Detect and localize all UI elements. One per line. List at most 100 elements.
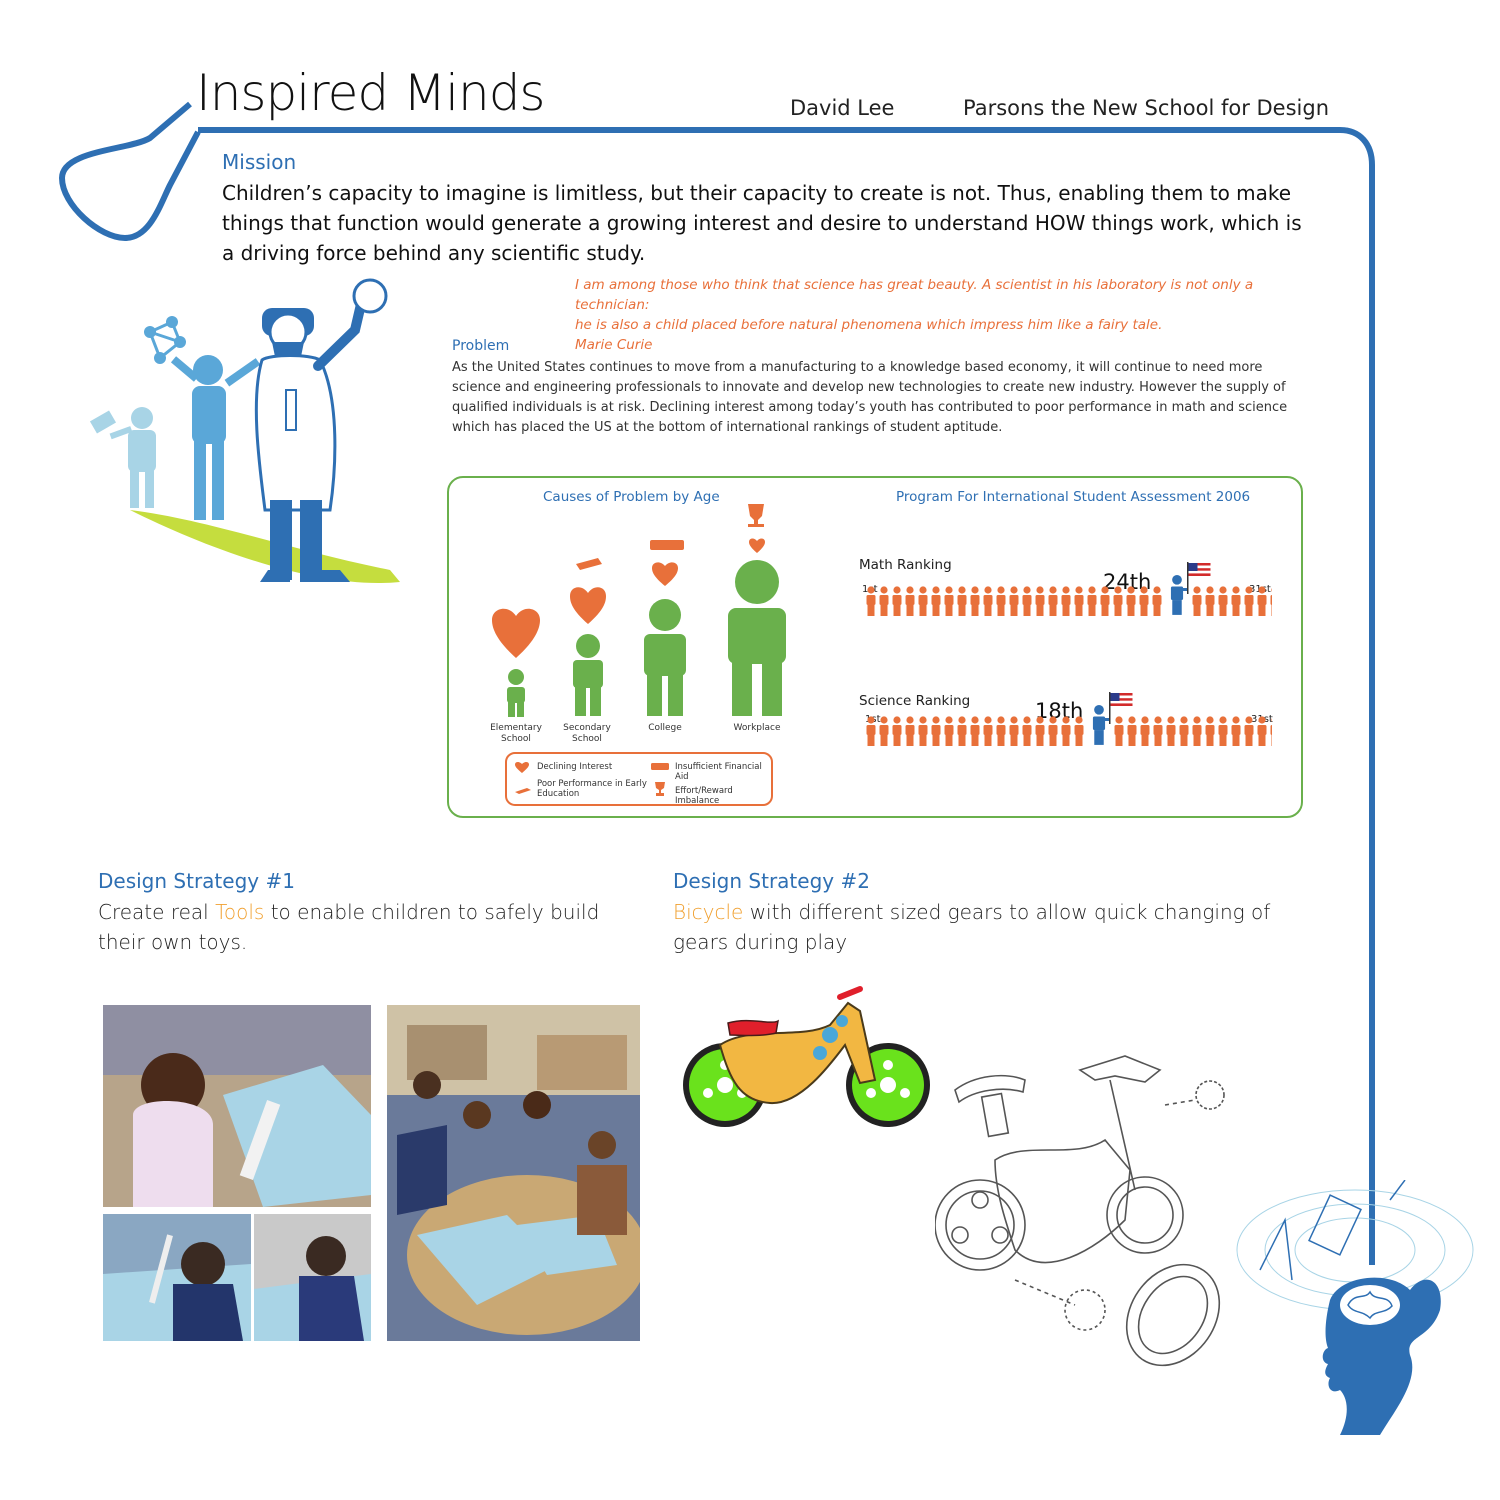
country-figure — [1074, 586, 1084, 616]
strategy-1-heading: Design Strategy #1 — [98, 869, 295, 893]
causes-legend: Declining Interest Poor Performance in E… — [505, 752, 773, 806]
country-figure — [1166, 716, 1176, 746]
country-figure — [1218, 716, 1228, 746]
country-figure — [1270, 588, 1272, 616]
age-label-college: College — [648, 723, 682, 733]
country-figure — [1139, 586, 1149, 616]
causes-chart-title: Causes of Problem by Age — [543, 489, 720, 505]
country-figure — [1100, 586, 1110, 616]
country-figure — [892, 586, 902, 616]
science-ranking-label: Science Ranking — [859, 693, 971, 709]
book-icon — [515, 788, 531, 794]
photo-child-sawing-2 — [254, 1214, 371, 1341]
science-ranking-row — [866, 692, 1272, 746]
country-figure — [892, 716, 902, 746]
country-figure — [1257, 716, 1267, 746]
country-figure — [1074, 716, 1084, 746]
quote-line-1: I am among those who think that science … — [575, 277, 1254, 313]
heart-icon — [652, 562, 678, 586]
author-name: David Lee — [790, 96, 895, 120]
country-figure — [983, 586, 993, 616]
country-figure — [905, 716, 915, 746]
trophy-icon — [655, 782, 665, 796]
country-figure — [1218, 586, 1228, 616]
country-figure — [1152, 586, 1162, 616]
country-figure — [1022, 716, 1032, 746]
heart-icon — [515, 761, 529, 773]
photo-children-group-building — [387, 1005, 640, 1341]
country-figure — [1009, 716, 1019, 746]
country-figure — [1113, 586, 1123, 616]
country-figure — [879, 586, 889, 616]
country-figure — [1009, 586, 1019, 616]
scientist-children-illustration — [90, 278, 400, 584]
college-figure — [644, 599, 686, 716]
school-name: Parsons the New School for Design — [963, 96, 1330, 120]
country-figure — [879, 716, 889, 746]
country-figure — [1022, 586, 1032, 616]
country-figure — [996, 716, 1006, 746]
country-figure — [1035, 716, 1045, 746]
heart-icon — [749, 538, 765, 553]
country-figure — [996, 586, 1006, 616]
heart-icon — [492, 608, 540, 658]
country-figure — [1087, 586, 1097, 616]
legend-effort-reward: Effort/Reward Imbalance — [675, 786, 733, 806]
causes-figures — [492, 504, 786, 717]
country-figure — [1061, 716, 1071, 746]
problem-heading: Problem — [452, 338, 510, 354]
country-figure — [931, 716, 941, 746]
money-icon — [651, 763, 669, 770]
country-figure — [1114, 716, 1124, 746]
country-figure — [970, 586, 980, 616]
frame-line — [198, 127, 1375, 1265]
country-figure — [1153, 716, 1163, 746]
math-ranking-label: Math Ranking — [859, 557, 952, 573]
country-figure — [1257, 586, 1267, 616]
country-figure — [918, 586, 928, 616]
country-figure — [1231, 586, 1241, 616]
legend-declining-interest: Declining Interest — [537, 762, 613, 772]
us-student-figure — [1092, 692, 1133, 745]
money-icon — [650, 540, 684, 550]
flask-outline — [59, 101, 201, 241]
country-figure — [1244, 586, 1254, 616]
math-ranking-row — [866, 562, 1272, 616]
heart-icon — [570, 587, 606, 624]
mission-text: Children’s capacity to imagine is limitl… — [222, 181, 1302, 265]
strategy-2-highlight: Bicycle — [673, 900, 744, 924]
age-label-workplace: Workplace — [733, 723, 781, 733]
country-figure — [957, 716, 967, 746]
page-title: Inspired Minds — [196, 64, 545, 122]
strategy-2-heading: Design Strategy #2 — [673, 869, 870, 893]
country-figure — [1140, 716, 1150, 746]
country-figure — [1244, 716, 1254, 746]
country-figure — [1270, 718, 1272, 746]
country-figure — [1035, 586, 1045, 616]
photo-child-cutting-foam — [103, 1005, 371, 1207]
pisa-chart-title: Program For International Student Assess… — [896, 489, 1251, 505]
country-figure — [866, 716, 876, 746]
strategy-1-highlight: Tools — [215, 900, 265, 924]
country-figure — [1127, 716, 1137, 746]
elementary-figure — [507, 669, 525, 717]
country-figure — [931, 586, 941, 616]
us-flag-icon — [1188, 563, 1211, 579]
strategy-1-text: Create real Tools to enable children to … — [98, 900, 600, 954]
secondary-figure — [573, 634, 603, 716]
mission-heading: Mission — [222, 150, 297, 174]
strategy-2-text: Bicycle with different sized gears to al… — [673, 900, 1271, 954]
country-figure — [1048, 716, 1058, 746]
country-figure — [1192, 586, 1202, 616]
country-figure — [957, 586, 967, 616]
workplace-figure — [728, 560, 786, 716]
country-figure — [1231, 716, 1241, 746]
problem-text: As the United States continues to move f… — [452, 360, 1288, 435]
us-student-figure — [1170, 562, 1211, 615]
country-figure — [983, 716, 993, 746]
country-figure — [1126, 586, 1136, 616]
